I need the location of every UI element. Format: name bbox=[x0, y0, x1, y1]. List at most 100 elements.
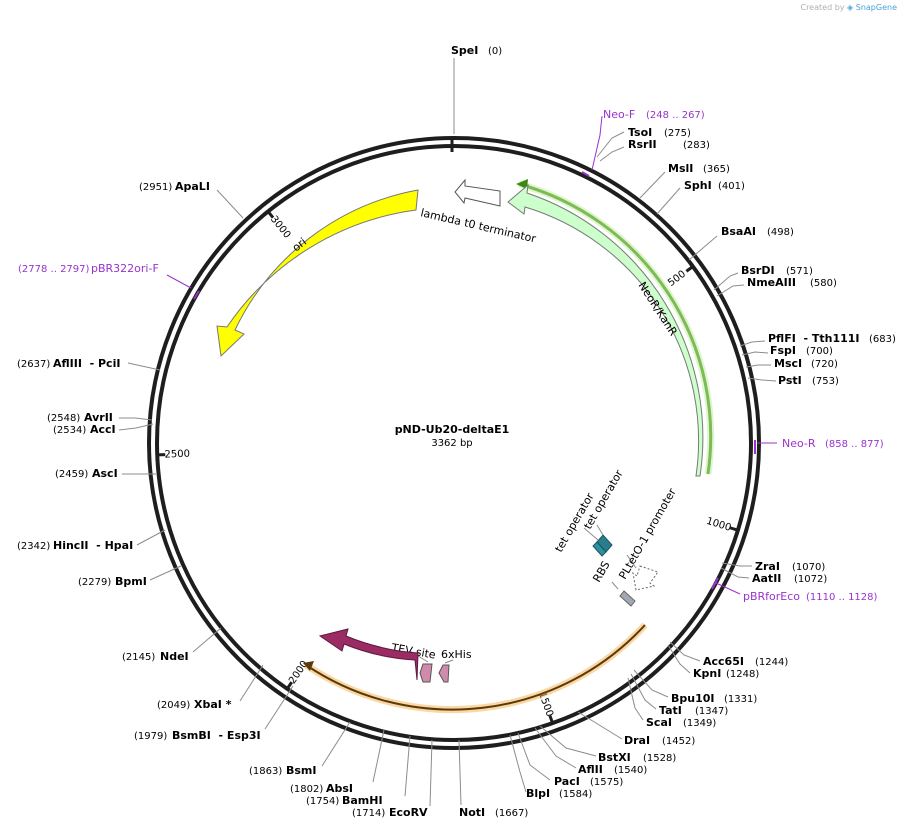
site-position: (1528) bbox=[643, 753, 676, 764]
site-position: (0) bbox=[488, 46, 502, 57]
feature-label: RBS bbox=[590, 559, 612, 585]
site-label: DraI bbox=[624, 734, 650, 747]
site-label: ApaLI bbox=[175, 180, 210, 193]
pltet-promoter-arrow bbox=[632, 565, 659, 591]
site-label: BsaAI bbox=[721, 225, 756, 238]
site-label: AscI bbox=[92, 467, 118, 480]
ori-arrow bbox=[216, 189, 419, 358]
feature-label: lambda t0 terminator bbox=[419, 206, 537, 245]
feature-label: 6xHis bbox=[441, 648, 472, 661]
site-position: (580) bbox=[810, 278, 837, 289]
site-position: (275) bbox=[664, 128, 691, 139]
site-label: KpnI bbox=[693, 667, 721, 680]
site-position: (1452) bbox=[662, 736, 695, 747]
tick-mark bbox=[285, 681, 293, 690]
site-position: (2534) bbox=[53, 425, 86, 436]
site-label: AccI bbox=[90, 423, 116, 436]
site-label: EcoRV bbox=[389, 806, 428, 819]
site-label: NotI bbox=[459, 806, 485, 819]
site-label: BsmI bbox=[286, 764, 317, 777]
primer-range: (858 .. 877) bbox=[825, 439, 884, 450]
site-position: (2637) bbox=[17, 359, 50, 370]
primer-range: (2778 .. 2797) bbox=[18, 264, 90, 275]
site-label: ZraI bbox=[755, 560, 780, 573]
site-label: AflII bbox=[578, 763, 603, 776]
site-position: (1667) bbox=[495, 808, 528, 819]
site-position: (1248) bbox=[726, 669, 759, 680]
feature-label: PLtetO-1 promoter bbox=[616, 486, 679, 582]
site-label: PstI bbox=[778, 374, 802, 387]
ubiquitin-arrow bbox=[318, 628, 419, 681]
plasmid-length: 3362 bp bbox=[431, 438, 472, 449]
site-label: PflFI - Tth111I bbox=[768, 332, 860, 345]
site-position: (1754) bbox=[306, 796, 339, 807]
site-position: (2951) bbox=[139, 182, 172, 193]
site-label: PacI bbox=[554, 775, 580, 788]
site-label: Acc65I bbox=[703, 655, 744, 668]
tick-label: 1000 bbox=[705, 516, 733, 534]
site-position: (283) bbox=[683, 140, 710, 151]
tev-site-arrow bbox=[419, 663, 433, 683]
site-label: HincII - HpaI bbox=[53, 539, 133, 552]
tick-label: 3000 bbox=[268, 214, 293, 241]
site-label: AvrII bbox=[84, 411, 113, 424]
site-position: (571) bbox=[786, 266, 813, 277]
site-label: TatI bbox=[659, 704, 682, 717]
site-label: BstXI bbox=[598, 751, 631, 764]
tick-mark bbox=[266, 210, 275, 219]
site-position: (1244) bbox=[755, 657, 788, 668]
site-position: (1331) bbox=[724, 694, 757, 705]
site-position: (365) bbox=[703, 164, 730, 175]
site-position: (1347) bbox=[695, 706, 728, 717]
site-position: (1349) bbox=[683, 718, 716, 729]
tick-label: 2500 bbox=[164, 449, 190, 461]
primer-label: pBR322ori-F bbox=[91, 262, 159, 275]
site-label: SphI bbox=[684, 179, 712, 192]
tet-operator-block bbox=[592, 541, 607, 557]
primer-label: Neo-R bbox=[782, 437, 816, 450]
site-position: (700) bbox=[806, 346, 833, 357]
site-position: (1070) bbox=[792, 562, 825, 573]
primer-range: (248 .. 267) bbox=[646, 110, 705, 121]
site-label: BsmBI - Esp3I bbox=[172, 729, 261, 742]
site-label: AatII bbox=[752, 572, 781, 585]
site-label: MslI bbox=[668, 162, 693, 175]
snapgene-credit: Created by ◈ SnapGene bbox=[800, 3, 897, 12]
site-position: (2145) bbox=[122, 652, 155, 663]
site-position: (1540) bbox=[614, 765, 647, 776]
tick-mark bbox=[729, 526, 739, 532]
site-position: (1575) bbox=[590, 777, 623, 788]
site-position: (2548) bbox=[47, 413, 80, 424]
tick-mark bbox=[685, 265, 694, 273]
tick-label: 500 bbox=[666, 269, 688, 289]
site-label: BlpI bbox=[526, 787, 550, 800]
site-label: Bpu10I bbox=[671, 692, 715, 705]
site-label: BsrDI bbox=[741, 264, 775, 277]
lambda-t0-terminator-arrow bbox=[454, 178, 501, 207]
site-position: (1863) bbox=[249, 766, 282, 777]
site-label: ScaI bbox=[646, 716, 672, 729]
primer-range: (1110 .. 1128) bbox=[806, 592, 878, 603]
site-position: (2342) bbox=[17, 541, 50, 552]
rbs-block bbox=[619, 590, 636, 607]
site-position: (720) bbox=[811, 359, 838, 370]
site-label: BamHI bbox=[342, 794, 383, 807]
credit-prefix: Created by bbox=[800, 3, 845, 12]
site-position: (1979) bbox=[134, 731, 167, 742]
site-label: AflIII - PciI bbox=[53, 357, 120, 370]
site-position: (498) bbox=[767, 227, 794, 238]
site-position: (1584) bbox=[559, 789, 592, 800]
site-label: BpmI bbox=[115, 575, 147, 588]
site-label: FspI bbox=[770, 344, 796, 357]
primer-label: Neo-F bbox=[603, 108, 635, 121]
site-position: (2279) bbox=[78, 577, 111, 588]
sixhis-arrow bbox=[438, 664, 450, 683]
credit-brand: SnapGene bbox=[855, 3, 897, 12]
site-label: NmeAIII bbox=[747, 276, 796, 289]
site-position: (1802) bbox=[290, 784, 323, 795]
site-label: MscI bbox=[774, 357, 802, 370]
site-label: NdeI bbox=[160, 650, 189, 663]
plasmid-name: pND-Ub20-deltaE1 bbox=[395, 423, 510, 436]
primer-label: pBRforEco bbox=[743, 590, 800, 603]
